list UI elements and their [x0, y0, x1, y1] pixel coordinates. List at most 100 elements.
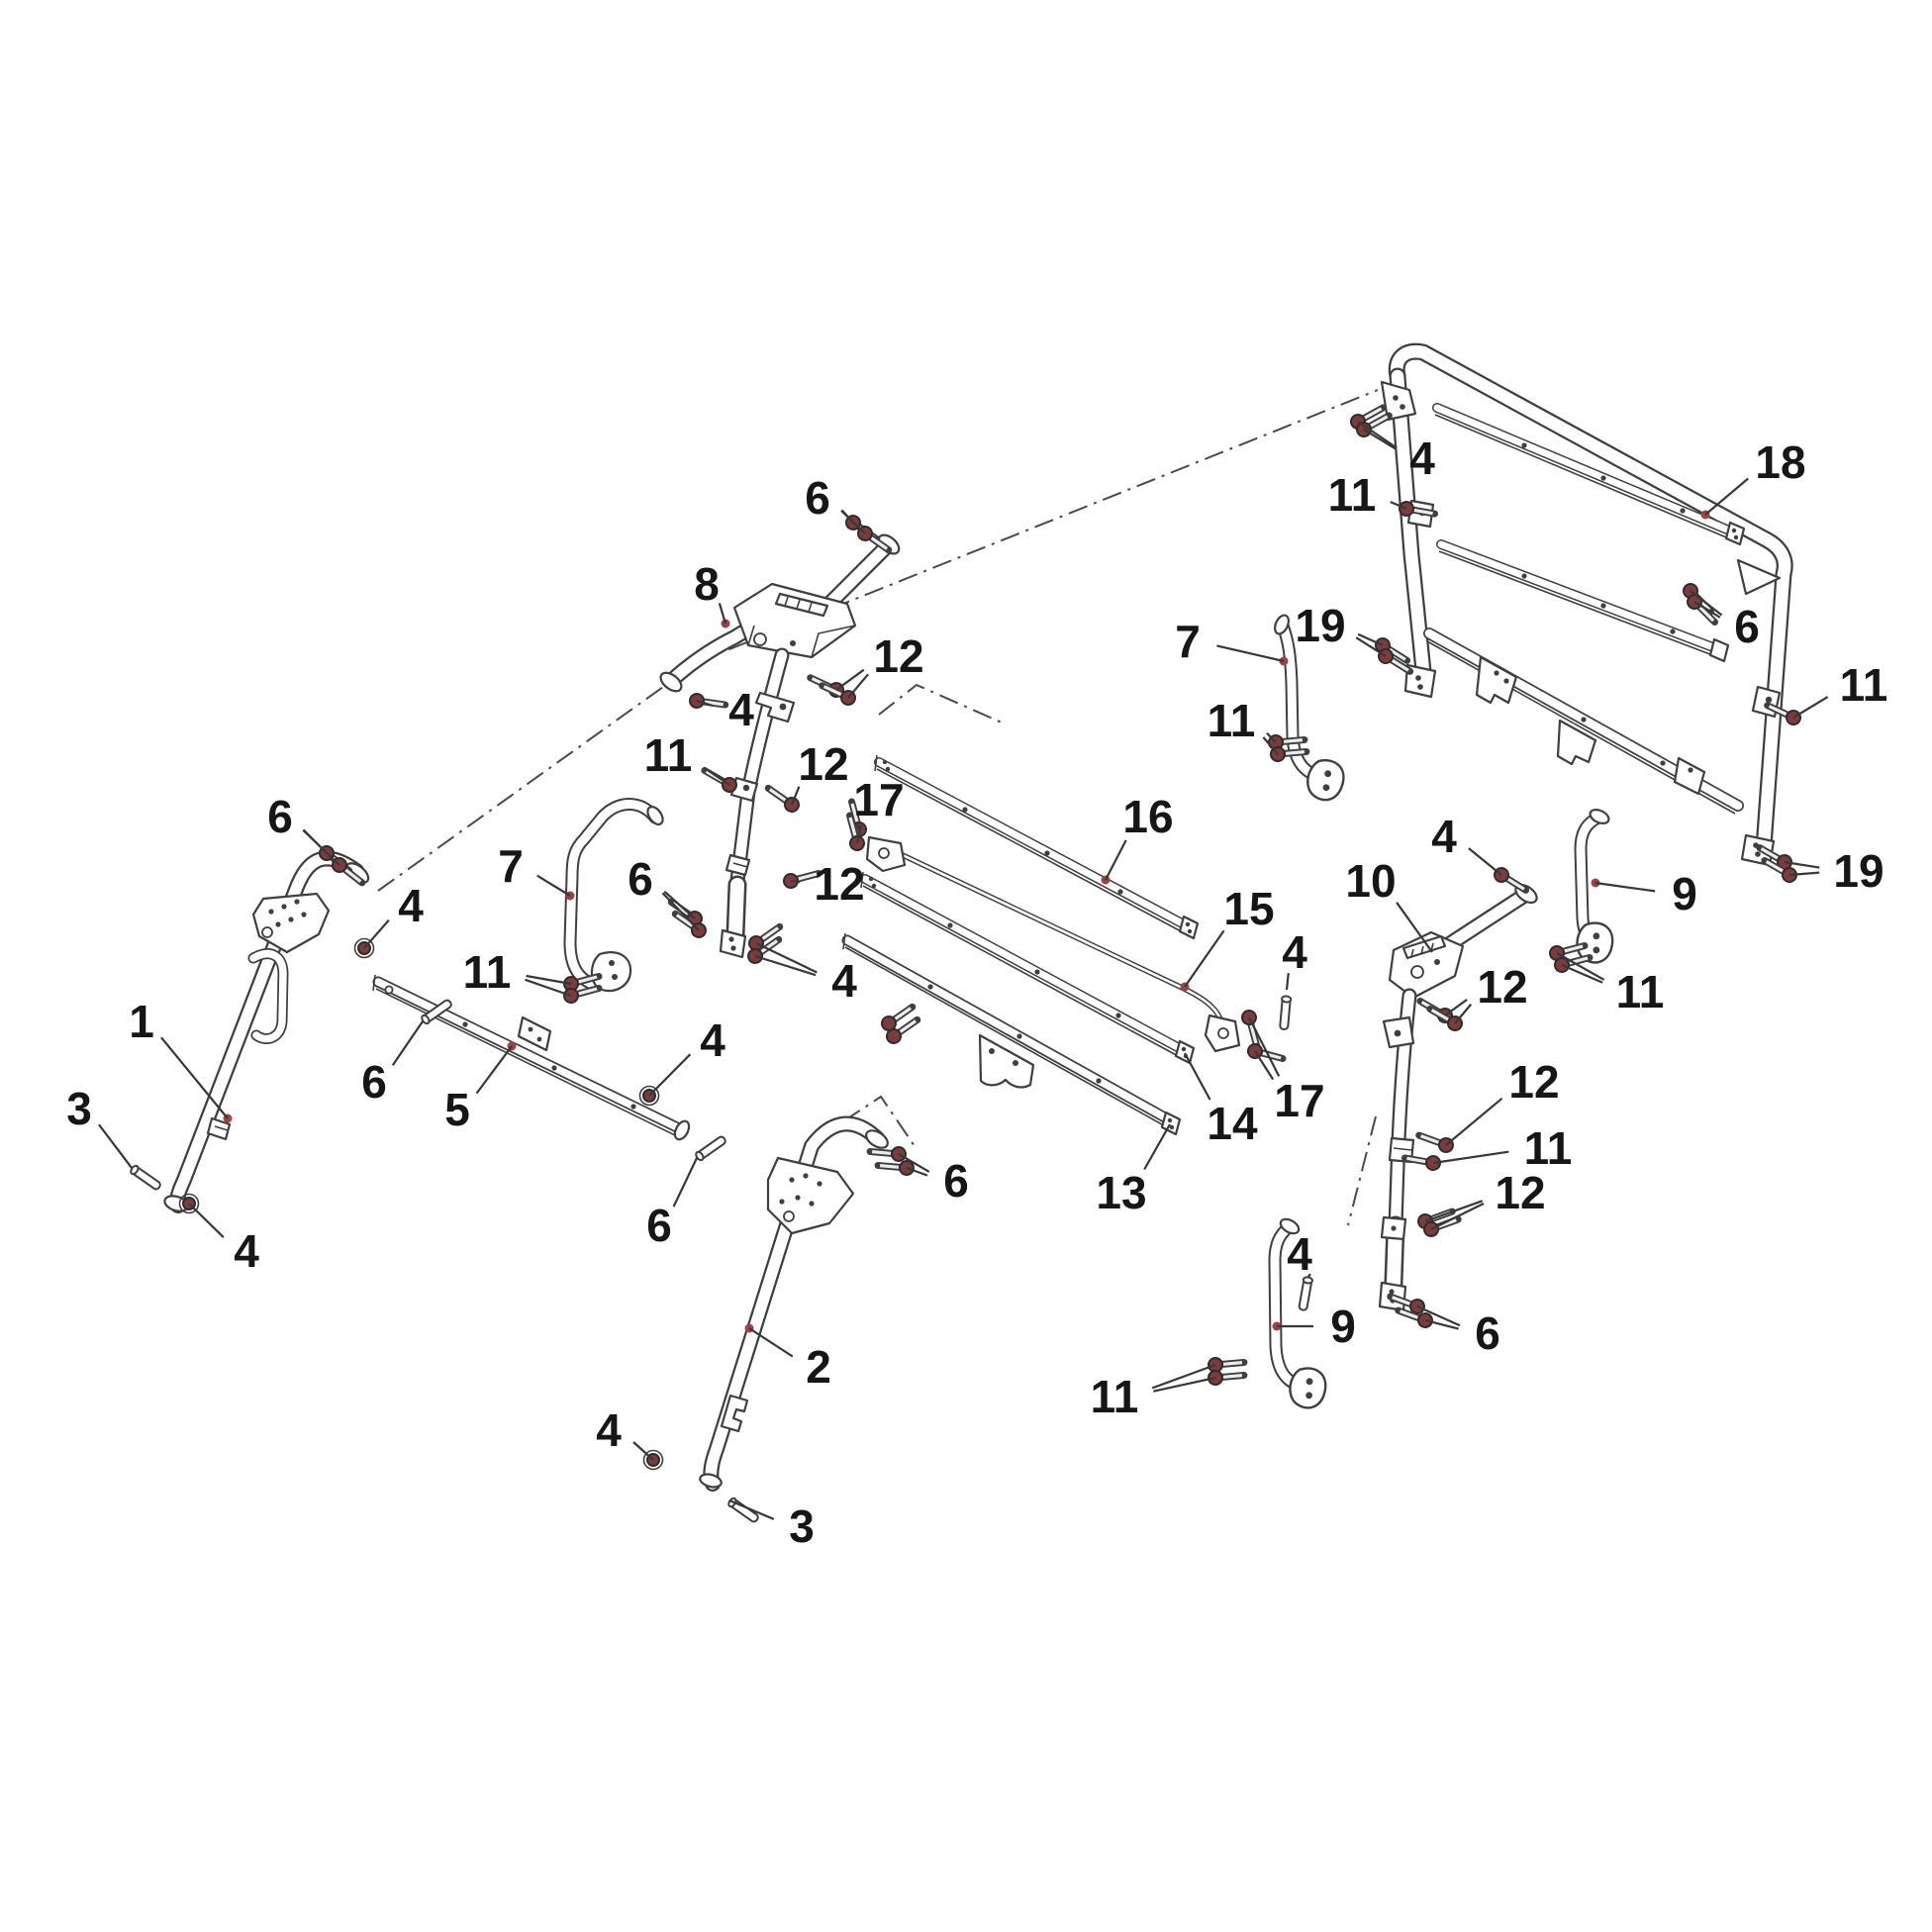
- part-label-12: 12: [1444, 961, 1528, 1024]
- leader-line: [526, 974, 572, 986]
- part-number-text: 11: [463, 946, 512, 998]
- part-label-17: 17: [853, 774, 905, 844]
- part-label-9: 9: [1277, 1301, 1356, 1352]
- part-number-text: 12: [1477, 961, 1527, 1013]
- part-number-text: 15: [1223, 883, 1274, 934]
- part-number-text: 6: [1475, 1307, 1500, 1359]
- part-label-19: 19: [1295, 600, 1387, 657]
- leader-line: [98, 1123, 133, 1169]
- part-number-text: 4: [596, 1404, 622, 1456]
- leader-line: [1468, 847, 1502, 876]
- leader-line: [648, 1053, 692, 1097]
- leader-line: [661, 892, 700, 931]
- part-label-6: 6: [361, 1020, 424, 1108]
- fasteners: [128, 402, 1803, 1525]
- leader-line: [1390, 501, 1407, 511]
- leader-line: [1444, 999, 1468, 1016]
- part-number-text: 11: [644, 729, 693, 781]
- leader-line: [847, 673, 869, 699]
- part-number-text: 11: [1208, 695, 1256, 746]
- part-number-text: 11: [1524, 1122, 1573, 1174]
- part-number-text: 6: [1734, 601, 1760, 652]
- part-label-11: 11: [1328, 469, 1407, 521]
- part-label-3: 3: [728, 1498, 815, 1552]
- leader-line: [696, 699, 713, 707]
- part-label-16: 16: [1105, 791, 1174, 881]
- leader-line: [1693, 601, 1721, 619]
- part-label-5: 5: [444, 1045, 513, 1135]
- leader-line: [1432, 1150, 1509, 1165]
- leader-line: [1561, 963, 1603, 984]
- part-label-11: 11: [1556, 952, 1665, 1017]
- part-label-18: 18: [1704, 436, 1806, 516]
- leader-line: [160, 1036, 229, 1119]
- part-number-text: 11: [1091, 1371, 1139, 1422]
- part-number-text: 4: [1282, 926, 1307, 978]
- part-label-4: 4: [754, 942, 857, 1007]
- leader-line: [1396, 902, 1433, 953]
- part-number-text: 9: [1330, 1301, 1356, 1352]
- leader-line: [391, 1020, 424, 1066]
- part-9-grab-handle-lower: [1268, 1217, 1330, 1412]
- part-label-11: 11: [644, 729, 730, 786]
- part-label-4: 4: [1357, 421, 1435, 484]
- part-2-center-front-pillar: [699, 1115, 889, 1492]
- part-label-17: 17: [1248, 1016, 1325, 1126]
- leader-line: [302, 828, 340, 866]
- part-7-front-grab-handle: [563, 798, 664, 993]
- part-number-text: 6: [267, 791, 293, 842]
- leader-line: [1285, 972, 1290, 991]
- part-13-lower-rail: [841, 932, 1182, 1136]
- leader-line: [1105, 839, 1127, 881]
- part-number-text: 11: [1616, 966, 1665, 1017]
- part-label-19: 19: [1784, 845, 1884, 897]
- part-number-text: 4: [728, 684, 754, 735]
- part-number-text: 4: [831, 955, 857, 1007]
- leader-line: [1248, 1016, 1281, 1077]
- part-18-rear-cage-frame: [1380, 342, 1793, 867]
- leader-line: [1266, 731, 1277, 743]
- leader-line: [1363, 429, 1397, 450]
- leader-line: [835, 668, 865, 691]
- part-label-6: 6: [1416, 1304, 1500, 1359]
- part-14-middle-rail: [860, 871, 1196, 1065]
- part-number-text: 11: [1840, 659, 1888, 711]
- leader-line: [906, 1166, 928, 1177]
- part-number-text: 6: [646, 1200, 672, 1251]
- part-number-text: 12: [798, 738, 848, 790]
- part-label-7: 7: [1175, 616, 1285, 667]
- leader-line: [703, 766, 730, 786]
- part-number-text: 4: [700, 1014, 725, 1066]
- part-1-left-front-pillar: [163, 850, 370, 1213]
- part-label-7: 7: [498, 840, 571, 897]
- leader-line: [855, 824, 863, 844]
- leader-line: [1788, 871, 1820, 877]
- leader-line: [1307, 1273, 1311, 1278]
- part-label-4: 4: [1282, 926, 1307, 991]
- part-number-text: 19: [1833, 845, 1884, 897]
- part-number-text: 3: [789, 1500, 815, 1552]
- part-number-text: 6: [361, 1056, 387, 1108]
- part-7-rear-grab-handle: [1274, 614, 1349, 806]
- leader-line: [1357, 632, 1384, 647]
- part-number-text: 19: [1295, 600, 1345, 651]
- part-label-4: 4: [596, 1404, 654, 1461]
- leader-line: [755, 942, 818, 974]
- part-label-12: 12: [1424, 1167, 1546, 1230]
- leader-line: [1594, 881, 1656, 893]
- part-label-6: 6: [898, 1153, 969, 1207]
- leader-line: [1416, 1304, 1461, 1327]
- part-5-front-lower-rail: [372, 974, 691, 1141]
- part-label-8: 8: [694, 558, 727, 625]
- part-label-2: 2: [748, 1327, 831, 1393]
- part-number-text: 16: [1122, 791, 1173, 842]
- part-label-4: 4: [188, 1203, 259, 1277]
- part-number-text: 6: [628, 853, 653, 905]
- leader-line: [1690, 590, 1723, 617]
- part-number-text: 13: [1096, 1167, 1146, 1218]
- part-label-6: 6: [267, 791, 340, 866]
- part-number-text: 7: [498, 840, 524, 892]
- leader-line: [632, 1441, 654, 1461]
- part-label-4: 4: [1287, 1228, 1312, 1280]
